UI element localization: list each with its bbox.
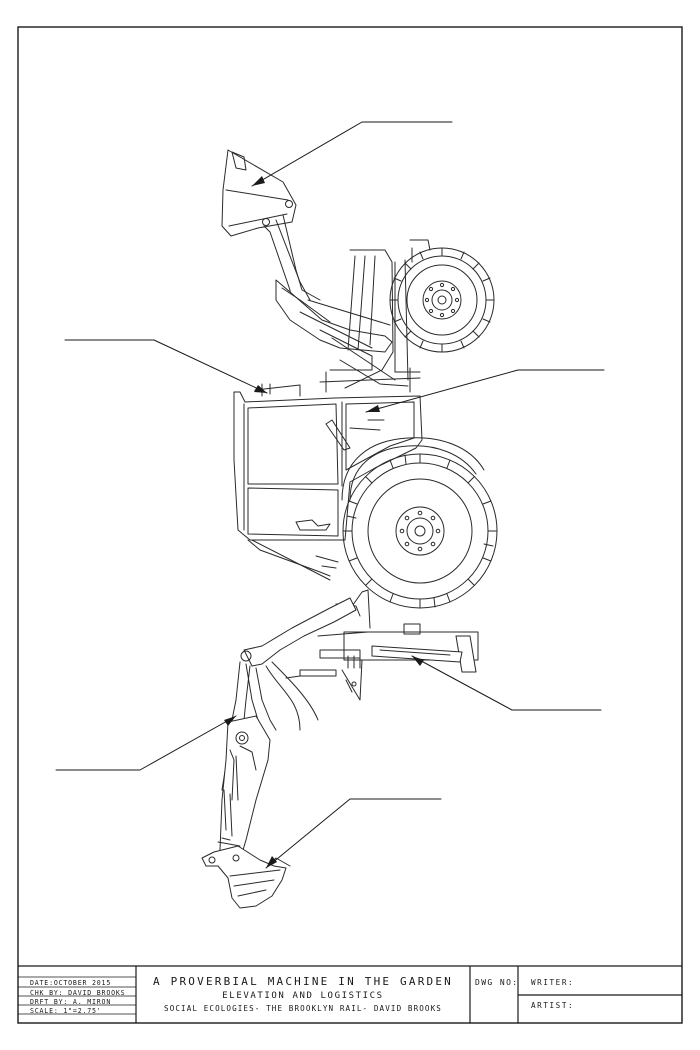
scale-field: SCALE: 1"=2.75': [30, 1007, 102, 1015]
callout-arrowheads: [224, 176, 424, 868]
callout-exhaust: [64, 339, 268, 394]
stabilizer-frame: [299, 589, 479, 701]
front-wheel: [389, 247, 495, 353]
loader-lift-arm: [263, 214, 409, 387]
sheet-border: [17, 26, 683, 1024]
callout-loader-bucket: [251, 121, 453, 187]
title-block: DATE:OCTOBER 2015 CHK BY: DAVID BROOKS D…: [18, 966, 682, 1023]
backhoe-bucket: [201, 845, 291, 909]
drawing-subtitle: ELEVATION AND LOGISTICS: [222, 991, 384, 1001]
callout-boom: [55, 715, 237, 771]
writer-label: WRITER:: [531, 978, 575, 987]
callout-stabilizer: [411, 655, 602, 711]
operator-cab: [233, 383, 423, 581]
rear-wheel-fender: [341, 437, 485, 501]
checked-by-field: CHK BY: DAVID BROOKS: [30, 989, 126, 997]
rear-wheel: [342, 453, 498, 609]
drawing-title: A PROVERBIAL MACHINE IN THE GARDEN: [153, 975, 453, 988]
drawing-number-label: DWG NO:: [475, 978, 519, 987]
backhoe-stick: [217, 715, 271, 867]
title-block-frame: [18, 965, 682, 1023]
title-cell: A PROVERBIAL MACHINE IN THE GARDEN ELEVA…: [136, 966, 470, 1023]
drafted-by-field: DRFT BY: A. MIRON: [30, 998, 112, 1006]
drawing-credit: SOCIAL ECOLOGIES- THE BROOKLYN RAIL- DAV…: [164, 1004, 442, 1013]
artist-label: ARTIST:: [531, 1001, 575, 1010]
engine-hood: [319, 239, 431, 393]
date-field: DATE:OCTOBER 2015: [30, 979, 112, 987]
callout-leader-lines: [55, 121, 605, 869]
callout-cab: [365, 369, 605, 413]
callout-backhoe-bucket: [265, 798, 442, 869]
backhoe-loader-drawing: [55, 121, 605, 909]
front-loader-bucket: [221, 149, 297, 237]
